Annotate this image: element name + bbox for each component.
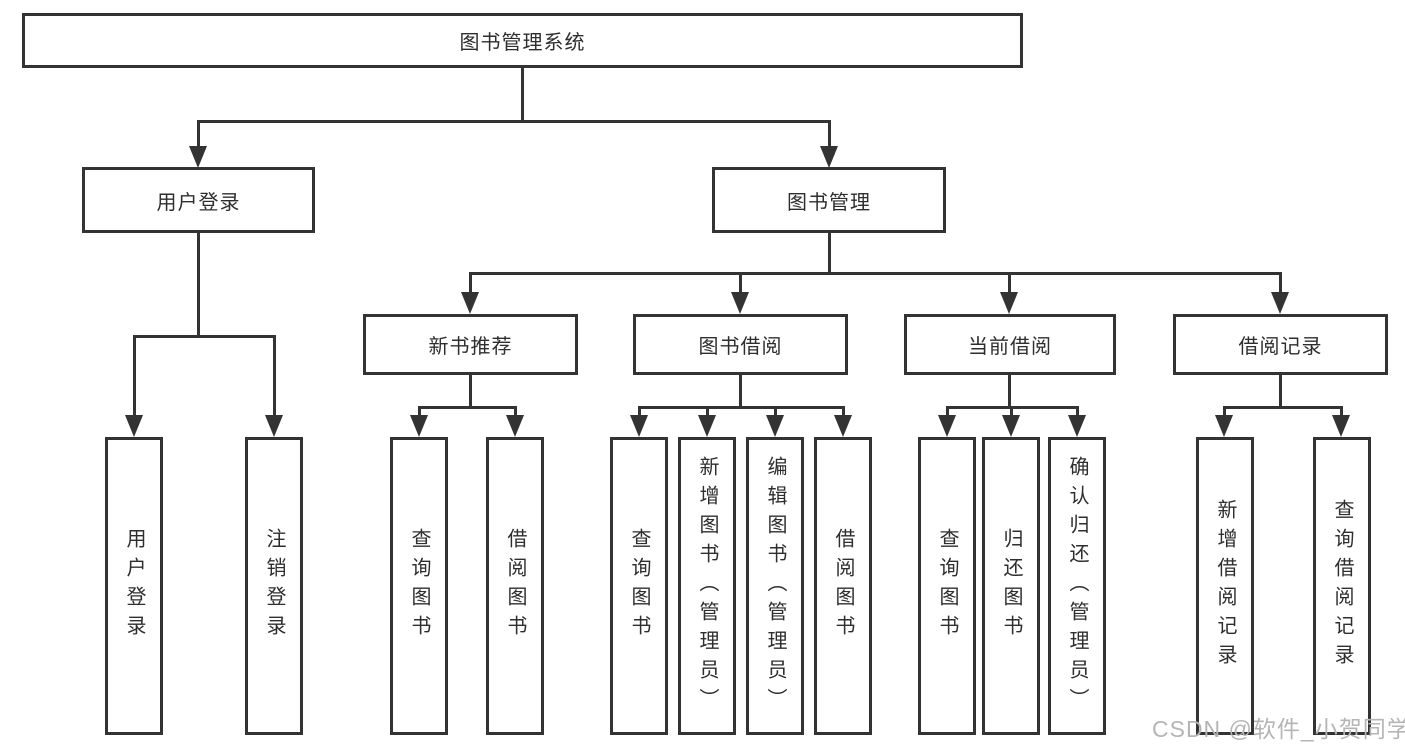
leaf-return-books: 归还图书 bbox=[982, 437, 1040, 735]
leaf-logout: 注销登录 bbox=[245, 437, 303, 735]
connector-vline bbox=[828, 233, 831, 274]
leaf-query-books-current: 查询图书 bbox=[918, 437, 976, 735]
leaf-user-login: 用户登录 bbox=[105, 437, 163, 735]
node-library-system: 图书管理系统 bbox=[22, 13, 1023, 68]
leaf-edit-books-admin: 编辑图书（管理员） bbox=[746, 437, 804, 735]
connector-vline bbox=[1076, 406, 1079, 418]
connector-vline bbox=[273, 335, 276, 417]
arrow-down-icon bbox=[461, 292, 479, 314]
connector-vline bbox=[739, 272, 742, 294]
connector-vline bbox=[133, 335, 136, 417]
connector-hline bbox=[197, 120, 831, 123]
connector-vline bbox=[521, 68, 524, 120]
connector-vline bbox=[1279, 272, 1282, 294]
arrow-down-icon bbox=[1215, 415, 1233, 437]
leaf-query-books-recommend: 查询图书 bbox=[390, 437, 448, 735]
node-current-borrow: 当前借阅 bbox=[904, 314, 1116, 375]
leaf-borrow-books: 借阅图书 bbox=[814, 437, 872, 735]
connector-hline bbox=[1223, 406, 1343, 409]
arrow-down-icon bbox=[125, 415, 143, 437]
arrow-down-icon bbox=[698, 415, 716, 437]
arrow-down-icon bbox=[1000, 292, 1018, 314]
connector-vline bbox=[1008, 375, 1011, 408]
arrow-down-icon bbox=[189, 146, 207, 168]
connector-hline bbox=[638, 406, 845, 409]
connector-vline bbox=[469, 272, 472, 294]
node-book-borrow: 图书借阅 bbox=[633, 314, 848, 375]
arrow-down-icon bbox=[1332, 415, 1350, 437]
connector-vline bbox=[469, 375, 472, 408]
arrow-down-icon bbox=[506, 415, 524, 437]
arrow-down-icon bbox=[410, 415, 428, 437]
leaf-confirm-return-admin: 确认归还（管理员） bbox=[1048, 437, 1106, 735]
node-new-book-recommend: 新书推荐 bbox=[363, 314, 578, 375]
connector-vline bbox=[946, 406, 949, 418]
connector-vline bbox=[1008, 272, 1011, 294]
connector-vline bbox=[1279, 375, 1282, 408]
leaf-borrow-books-recommend: 借阅图书 bbox=[486, 437, 544, 735]
arrow-down-icon bbox=[766, 415, 784, 437]
arrow-down-icon bbox=[630, 415, 648, 437]
connector-vline bbox=[1010, 406, 1013, 418]
connector-vline bbox=[197, 233, 200, 335]
connector-vline bbox=[842, 406, 845, 418]
arrow-down-icon bbox=[1068, 415, 1086, 437]
connector-vline bbox=[828, 120, 831, 148]
leaf-query-borrow-record: 查询借阅记录 bbox=[1313, 437, 1371, 735]
connector-hline bbox=[469, 272, 1282, 275]
node-user-login: 用户登录 bbox=[82, 167, 315, 233]
connector-vline bbox=[418, 406, 421, 418]
connector-vline bbox=[774, 406, 777, 418]
connector-hline bbox=[418, 406, 517, 409]
connector-vline bbox=[514, 406, 517, 418]
leaf-query-books-borrow: 查询图书 bbox=[610, 437, 668, 735]
connector-vline bbox=[197, 120, 200, 148]
arrow-down-icon bbox=[731, 292, 749, 314]
connector-vline bbox=[1223, 406, 1226, 418]
node-book-management: 图书管理 bbox=[712, 167, 946, 233]
arrow-down-icon bbox=[1271, 292, 1289, 314]
node-borrow-records: 借阅记录 bbox=[1173, 314, 1388, 375]
arrow-down-icon bbox=[820, 146, 838, 168]
arrow-down-icon bbox=[1002, 415, 1020, 437]
connector-vline bbox=[1340, 406, 1343, 418]
arrow-down-icon bbox=[834, 415, 852, 437]
connector-vline bbox=[706, 406, 709, 418]
watermark: CSDN @软件_小贺同学 bbox=[1152, 716, 1405, 742]
arrow-down-icon bbox=[938, 415, 956, 437]
leaf-add-borrow-record: 新增借阅记录 bbox=[1196, 437, 1254, 735]
arrow-down-icon bbox=[265, 415, 283, 437]
connector-vline bbox=[638, 406, 641, 418]
leaf-add-books-admin: 新增图书（管理员） bbox=[678, 437, 736, 735]
connector-hline bbox=[133, 335, 276, 338]
connector-vline bbox=[739, 375, 742, 408]
